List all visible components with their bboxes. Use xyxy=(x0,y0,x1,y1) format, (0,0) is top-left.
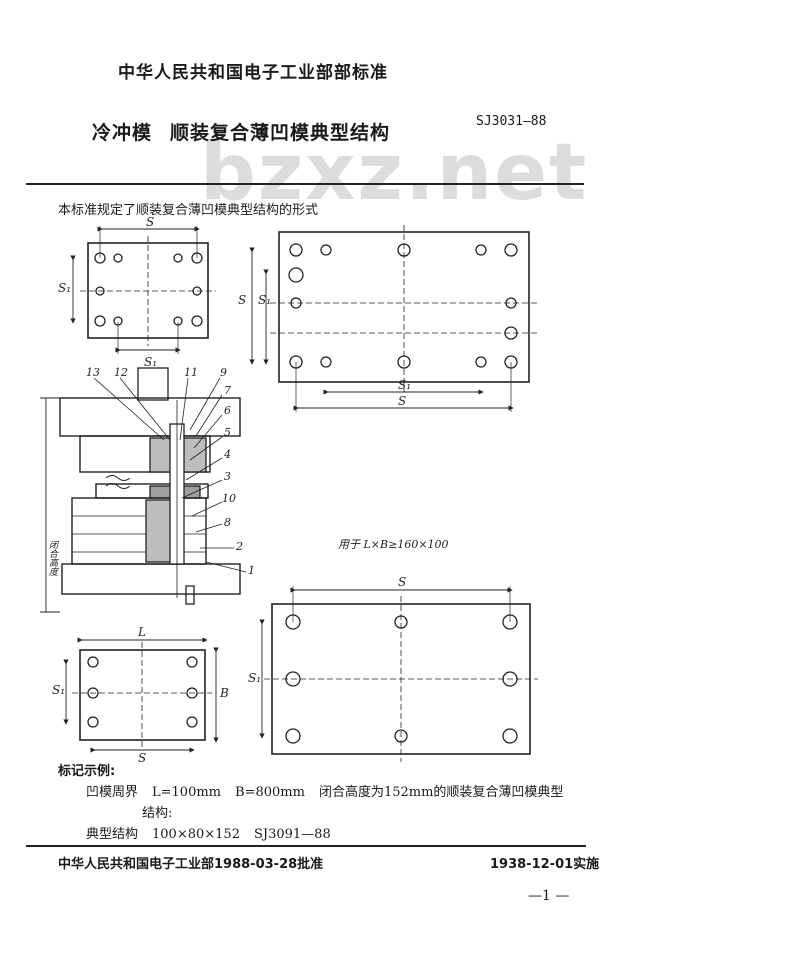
part-number-11: 11 xyxy=(184,366,198,379)
title-main: 冷冲模 xyxy=(92,122,153,144)
dim-s-bottom-right: S xyxy=(398,575,406,589)
part-number-3: 3 xyxy=(224,470,231,483)
standard-number: SJ3031—88 xyxy=(476,114,547,129)
assembly-section-view xyxy=(40,367,247,613)
approval-line: 中华人民共和国电子工业部1988-03-28批准 xyxy=(58,857,324,872)
example-dimensions: 100×80×152 xyxy=(152,827,240,842)
applicable-size-note: 用于 L×B≥160×100 xyxy=(338,538,449,551)
example-b-value: B=800mm xyxy=(235,785,305,800)
example-standard-code: SJ3091—88 xyxy=(253,827,331,842)
part-number-13: 13 xyxy=(86,366,100,379)
dim-b-bottom-left: B xyxy=(219,686,229,700)
dim-s1-top-left: S₁ xyxy=(58,281,71,295)
issuing-organization: 中华人民共和国电子工业部部标准 xyxy=(118,63,388,83)
example-closed-height-text: 闭合高度为152mm的顺装复合薄凹模典型 xyxy=(318,785,564,800)
part-number-10: 10 xyxy=(222,492,236,505)
footer-rule xyxy=(26,845,586,847)
watermark: bzxz.net xyxy=(200,128,589,218)
dim-s-top-left: S xyxy=(146,215,154,229)
dim-s-top-right: S xyxy=(238,293,246,307)
example-l-value: L=100mm xyxy=(152,785,222,800)
example-typical-structure-label: 典型结构 xyxy=(86,827,139,842)
dim-s1-bottom-left: S₁ xyxy=(52,683,65,697)
dim-s1-side-top-right: S₁ xyxy=(258,293,271,307)
part-number-2: 2 xyxy=(235,540,243,553)
dim-s-bottom-left: S xyxy=(138,751,146,765)
marking-example-line-2: 结构: xyxy=(142,806,173,821)
scope-text: 本标准规定了顺装复合薄凹模典型结构的形式 xyxy=(58,203,319,218)
example-die-perimeter-label: 凹模周界 xyxy=(86,785,139,800)
marking-example-heading: 标记示例: xyxy=(58,764,116,779)
part-number-5: 5 xyxy=(224,426,231,439)
part-number-4: 4 xyxy=(223,448,231,461)
page-number: —1 — xyxy=(528,888,570,904)
closed-height-label: 闭合高度 xyxy=(47,540,58,576)
marking-example-line-3: 典型结构 100×80×152 SJ3091—88 xyxy=(86,823,345,842)
part-number-8: 8 xyxy=(224,516,231,529)
part-number-1: 1 xyxy=(248,564,255,577)
marking-example-line-1: 凹模周界 L=100mm B=800mm 闭合高度为152mm的顺装复合薄凹模典型 xyxy=(86,781,577,800)
plan-view-bottom-right xyxy=(259,586,538,762)
part-number-7: 7 xyxy=(224,384,231,397)
header-rule xyxy=(26,183,584,185)
part-number-6: 6 xyxy=(224,404,231,417)
dim-s1-bottom-top-left: S₁ xyxy=(144,355,157,369)
plan-view-top-left xyxy=(70,226,216,354)
title-sub: 顺装复合薄凹模典型结构 xyxy=(170,122,391,144)
plan-view-top-right xyxy=(249,225,540,412)
document-title: 冷冲模顺装复合薄凹模典型结构 xyxy=(92,118,390,145)
dim-s1-top-right: S₁ xyxy=(398,378,411,392)
part-number-9: 9 xyxy=(220,366,227,379)
part-number-12: 12 xyxy=(114,366,128,379)
plan-view-bottom-left xyxy=(63,637,219,753)
dim-s1-bottom-right: S₁ xyxy=(248,671,261,685)
implementation-date: 1938-12-01实施 xyxy=(490,857,600,872)
dim-l-bottom-left: L xyxy=(137,625,146,639)
dim-s-bottom-top-right: S xyxy=(398,394,406,408)
